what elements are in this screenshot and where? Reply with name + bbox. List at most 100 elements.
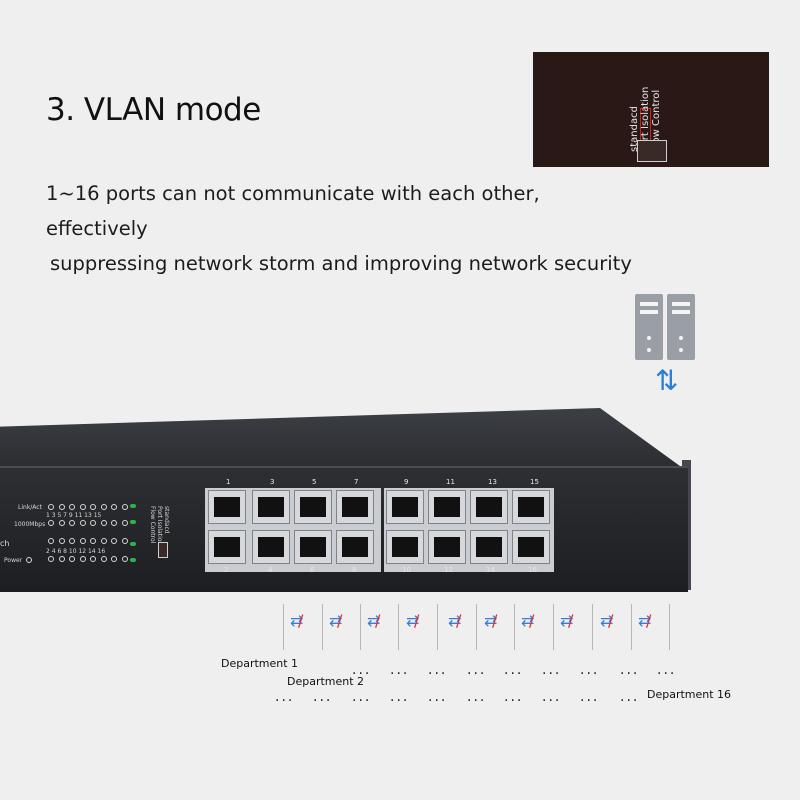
port-led [48, 520, 54, 526]
department-ellipsis: ... [504, 662, 524, 678]
department-ellipsis: ... [620, 689, 640, 705]
department-1-label: Department 1 [221, 657, 299, 670]
department-ellipsis: ... [657, 662, 677, 678]
page-title: 3. VLAN mode [46, 92, 261, 128]
department-divider [322, 604, 323, 650]
ethernet-port [428, 530, 466, 564]
switch-dip-port-isolation: Port Isolation [156, 506, 163, 546]
port-led [58, 520, 65, 526]
ethernet-port [512, 530, 550, 564]
port-led [100, 520, 107, 526]
port-led [58, 504, 65, 510]
port-led [100, 556, 107, 562]
department-ellipsis: ... [542, 662, 562, 678]
power-label: Power [4, 557, 23, 564]
ethernet-port [294, 530, 332, 564]
department-2-label: Department 2 [287, 675, 365, 688]
ethernet-port [208, 490, 246, 524]
department-divider [437, 604, 438, 650]
odd-port-led-labels: 1 3 5 7 9 11 13 15 [46, 512, 102, 519]
department-divider [398, 604, 399, 650]
status-led-green [130, 558, 136, 562]
port-led [69, 520, 75, 526]
port-led [121, 556, 128, 562]
dip-switch [637, 140, 667, 162]
status-led-green [130, 504, 136, 508]
department-divider [283, 604, 284, 650]
department-divider [553, 604, 554, 650]
port-led [121, 504, 128, 510]
department-ellipsis: ... [504, 689, 524, 705]
department-divider [631, 604, 632, 650]
department-ellipsis: ... [313, 689, 333, 705]
blocked-link-icon: ⇄/ [448, 611, 462, 630]
port-number-top: 7 [354, 478, 359, 486]
ethernet-port [208, 530, 246, 564]
ethernet-port [336, 490, 374, 524]
blocked-link-icon: ⇄/ [367, 611, 381, 630]
switch-top-surface [0, 408, 682, 470]
description: 1~16 ports can not communicate with each… [46, 176, 646, 281]
port-led [48, 556, 54, 562]
department-divider [514, 604, 515, 650]
department-ellipsis: ... [428, 662, 448, 678]
port-number-top: 5 [312, 478, 317, 486]
port-led [111, 504, 117, 510]
port-led [90, 504, 96, 510]
description-line-2: suppressing network storm and improving … [50, 252, 632, 275]
port-number-top: 1 [226, 478, 231, 486]
port-number-bottom: 10 [402, 566, 411, 574]
port-number-top: 11 [446, 478, 455, 486]
ethernet-port [336, 530, 374, 564]
blocked-link-icon: ⇄/ [638, 611, 652, 630]
port-led [79, 504, 86, 510]
blocked-link-icon: ⇄/ [329, 611, 343, 630]
ethernet-port [470, 490, 508, 524]
link-act-label: Link/Act [18, 504, 42, 511]
port-number-bottom: 4 [268, 566, 273, 574]
department-ellipsis: ... [580, 662, 600, 678]
department-ellipsis: ... [467, 689, 487, 705]
network-switch: Link/Act 1000Mbps 1 3 5 7 9 11 13 15 2 4… [0, 466, 688, 592]
blocked-link-icon: ⇄/ [406, 611, 420, 630]
port-led [100, 538, 107, 544]
switch-dip-standard: standacd [163, 506, 170, 534]
port-led [48, 538, 54, 544]
port-led [111, 556, 117, 562]
ethernet-port [386, 530, 424, 564]
blocked-link-icon: ⇄/ [560, 611, 574, 630]
department-ellipsis: ... [390, 689, 410, 705]
ethernet-port [252, 530, 290, 564]
port-led [111, 520, 117, 526]
switch-dip-labels: standacd Port Isolation Flow Control [149, 506, 170, 545]
port-led [90, 520, 96, 526]
department-ellipsis: ... [620, 662, 640, 678]
power-led [26, 557, 32, 563]
department-16-label: Department 16 [647, 688, 732, 701]
port-led [121, 520, 128, 526]
department-ellipsis: ... [352, 689, 372, 705]
port-number-top: 15 [530, 478, 539, 486]
port-led [100, 504, 107, 510]
ch-label: ch [0, 539, 10, 548]
port-number-top: 3 [270, 478, 275, 486]
port-number-bottom: 16 [528, 566, 537, 574]
ethernet-port [470, 530, 508, 564]
department-divider [476, 604, 477, 650]
port-number-bottom: 14 [486, 566, 495, 574]
speed-label: 1000Mbps [14, 521, 46, 528]
ethernet-port [512, 490, 550, 524]
department-divider [669, 604, 670, 650]
blocked-link-icon: ⇄/ [290, 611, 304, 630]
blocked-link-icon: ⇄/ [600, 611, 614, 630]
port-led [69, 556, 75, 562]
ethernet-port [386, 490, 424, 524]
port-number-top: 13 [488, 478, 497, 486]
department-ellipsis: ... [580, 689, 600, 705]
port-number-top: 9 [404, 478, 409, 486]
port-led [90, 538, 96, 544]
department-ellipsis: ... [275, 689, 295, 705]
port-number-bottom: 8 [352, 566, 357, 574]
dip-switch-photo: standacd Port Isolation Flow Control [533, 52, 769, 167]
server-icon [667, 294, 695, 360]
